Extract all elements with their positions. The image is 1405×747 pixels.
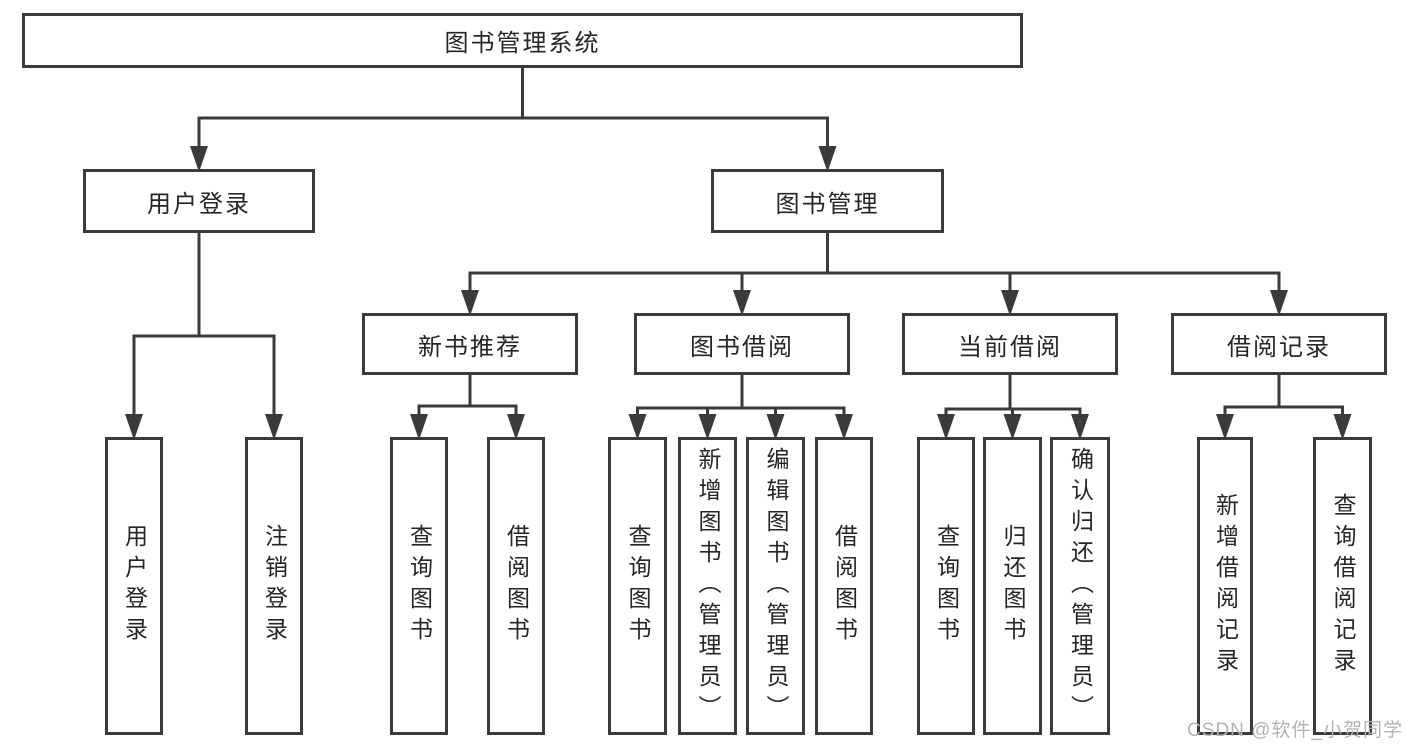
arrowhead-icon [1071,414,1089,440]
node-label-user-login: 用户登录 [147,190,251,218]
node-root: 图书管理系统 [22,13,1023,68]
node-label-bb-query-books: 查询图书 [625,524,651,648]
node-cb-return-books: 归还图书 [983,437,1042,735]
node-label-borrow-records: 借阅记录 [1227,333,1331,361]
node-label-br-query-record: 查询借阅记录 [1330,493,1356,679]
arrowhead-icon [698,414,717,440]
node-book-mgmt: 图书管理 [711,169,944,233]
arrowhead-icon [1003,414,1022,440]
arrowhead-icon [628,414,647,440]
node-label-rec-query-books: 查询图书 [406,524,433,648]
node-label-cb-query-books: 查询图书 [933,524,960,648]
node-book-borrow: 图书借阅 [634,313,850,375]
node-br-add-record: 新增借阅记录 [1197,437,1253,735]
node-user-login: 用户登录 [83,169,315,233]
arrowhead-icon [1270,290,1288,316]
arrowhead-icon [1216,414,1234,440]
node-borrow-records: 借阅记录 [1171,313,1387,375]
node-label-new-book-rec: 新书推荐 [418,333,522,361]
node-label-cb-return-books: 归还图书 [1000,524,1026,648]
node-new-book-rec: 新书推荐 [362,313,578,375]
node-br-query-record: 查询借阅记录 [1313,437,1372,735]
node-rec-query-books: 查询图书 [390,437,448,735]
node-label-leaf-logout: 注销登录 [261,524,288,648]
arrowhead-icon [265,414,283,440]
node-label-cb-confirm-return: 确认归还（管理员） [1067,446,1094,726]
arrowhead-icon [766,414,785,440]
arrowhead-icon [818,146,837,172]
node-label-bb-add-books: 新增图书（管理员） [695,446,721,726]
node-label-root: 图书管理系统 [444,30,601,57]
node-label-bb-borrow-books: 借阅图书 [831,524,858,648]
arrowhead-icon [733,290,751,316]
node-leaf-logout: 注销登录 [245,437,303,735]
node-rec-borrow-books: 借阅图书 [487,437,545,735]
watermark: CSDN @软件_小贺同学 [1187,720,1403,741]
arrowhead-icon [835,414,853,440]
node-bb-edit-books: 编辑图书（管理员） [746,437,805,735]
node-bb-borrow-books: 借阅图书 [815,437,873,735]
node-label-current-borrow: 当前借阅 [958,333,1062,361]
node-label-rec-borrow-books: 借阅图书 [503,524,530,648]
arrowhead-icon [410,414,428,440]
node-cb-query-books: 查询图书 [917,437,975,735]
node-current-borrow: 当前借阅 [902,313,1118,375]
arrowhead-icon [461,290,479,316]
arrowhead-icon [125,414,143,440]
arrowhead-icon [507,414,525,440]
arrowhead-icon [190,146,208,172]
node-cb-confirm-return: 确认归还（管理员） [1050,437,1110,735]
node-label-bb-edit-books: 编辑图书（管理员） [763,446,789,726]
node-label-book-borrow: 图书借阅 [690,333,794,361]
node-bb-query-books: 查询图书 [608,437,667,735]
node-label-leaf-user-login: 用户登录 [121,524,148,648]
arrowhead-icon [1333,414,1352,440]
node-bb-add-books: 新增图书（管理员） [678,437,737,735]
node-label-book-mgmt: 图书管理 [775,190,880,218]
arrowhead-icon [937,414,955,440]
node-label-br-add-record: 新增借阅记录 [1212,493,1239,679]
arrowhead-icon [1001,290,1019,316]
node-leaf-user-login: 用户登录 [105,437,163,735]
